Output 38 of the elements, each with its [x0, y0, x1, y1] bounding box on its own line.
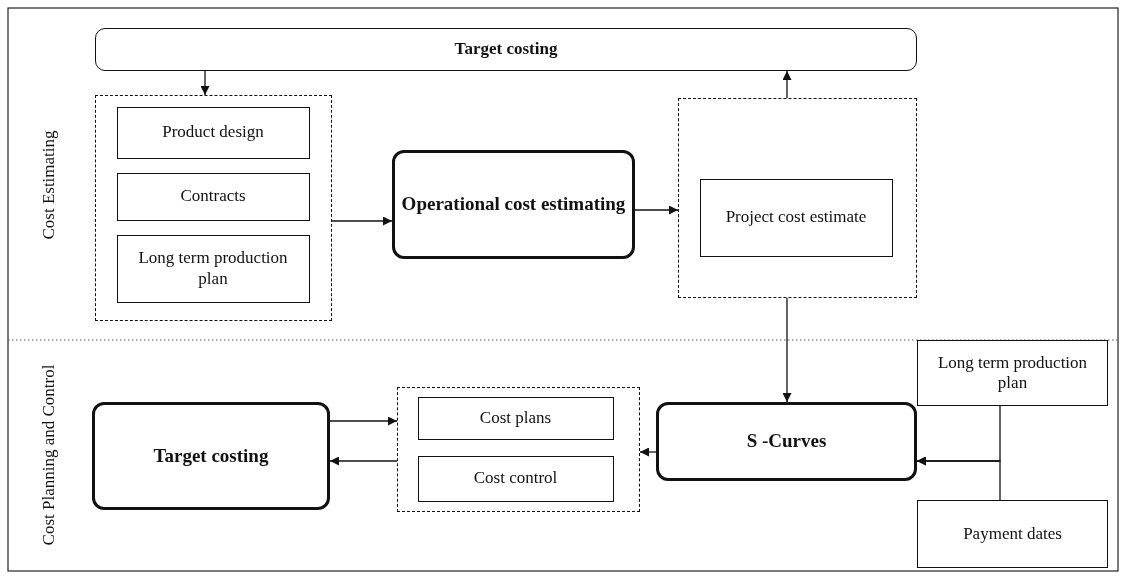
node-label: Long term production plan	[137, 248, 289, 289]
arrow	[331, 216, 393, 226]
arrow	[782, 70, 792, 99]
node-label: Target costing	[152, 444, 270, 468]
process-box	[392, 150, 635, 259]
node-label: S -Curves	[745, 430, 828, 453]
dashed-group-box	[397, 387, 640, 512]
node-label: Operational cost estimating	[400, 193, 627, 216]
arrow	[329, 416, 398, 426]
section-label: Cost Planning and Control	[38, 363, 60, 548]
arrow	[200, 70, 210, 96]
dashed-group-box	[95, 95, 332, 321]
text-box	[417, 396, 614, 440]
arrow	[782, 297, 792, 403]
text-box	[917, 340, 1108, 406]
dashed-group-box	[678, 98, 917, 298]
process-box	[95, 28, 917, 71]
text-box	[116, 234, 310, 303]
arrow	[639, 447, 657, 457]
text-box	[116, 172, 310, 221]
node-label: Product design	[161, 122, 265, 143]
node-label: Target costing	[453, 39, 559, 60]
arrow	[634, 205, 679, 215]
process-box	[656, 402, 917, 481]
node-label: Long term production plan	[936, 352, 1089, 394]
node-label: Cost plans	[478, 407, 553, 429]
process-box	[92, 402, 330, 510]
node-label: Project cost estimate	[724, 207, 868, 228]
text-box	[699, 178, 893, 257]
node-label: Cost control	[472, 468, 559, 489]
section-label: Cost Estimating	[38, 129, 60, 242]
node-label: Contracts	[179, 186, 247, 207]
text-box	[917, 500, 1108, 568]
arrow	[329, 456, 398, 466]
arrow	[916, 456, 1001, 501]
text-box	[116, 106, 310, 159]
node-label: Payment dates	[962, 523, 1063, 545]
text-box	[417, 455, 614, 502]
